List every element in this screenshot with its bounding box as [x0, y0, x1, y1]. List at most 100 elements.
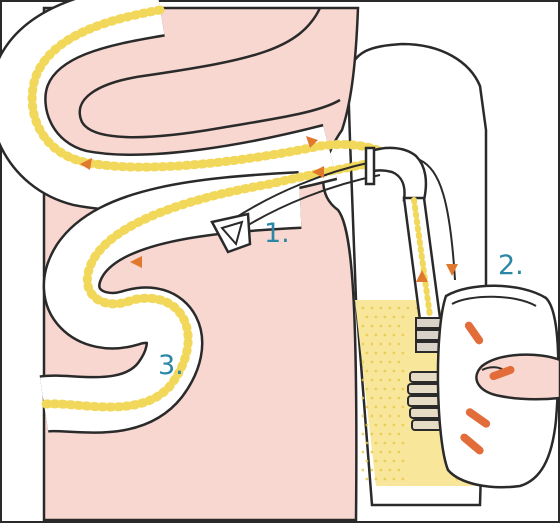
fluid-dot	[392, 316, 395, 319]
fluid-dot	[361, 397, 364, 400]
fluid-dot	[379, 379, 382, 382]
fluid-dot	[370, 307, 373, 310]
fluid-dot	[365, 370, 368, 373]
fluid-dot	[379, 469, 382, 472]
fluid-dot	[401, 370, 404, 373]
fluid-dot	[392, 388, 395, 391]
fluid-dot	[374, 370, 377, 373]
fluid-dot	[392, 406, 395, 409]
fluid-dot	[361, 469, 364, 472]
fluid-dot	[392, 460, 395, 463]
fluid-dot	[401, 406, 404, 409]
fluid-dot	[370, 343, 373, 346]
fluid-dot	[374, 406, 377, 409]
fluid-dot	[388, 343, 391, 346]
fluid-dot	[392, 424, 395, 427]
fluid-dot	[370, 379, 373, 382]
fluid-dot	[383, 460, 386, 463]
fluid-dot	[361, 433, 364, 436]
fluid-dot	[370, 325, 373, 328]
fluid-dot	[365, 334, 368, 337]
fluid-dot	[397, 469, 400, 472]
fluid-dot	[374, 442, 377, 445]
fluid-dot	[388, 451, 391, 454]
fluid-dot	[374, 316, 377, 319]
label-step-2: 2.	[498, 250, 524, 281]
fluid-dot	[401, 460, 404, 463]
fluid-dot	[365, 352, 368, 355]
fluid-dot	[370, 361, 373, 364]
fluid-dot	[397, 343, 400, 346]
fluid-dot	[365, 316, 368, 319]
fluid-dot	[392, 370, 395, 373]
fluid-dot	[374, 424, 377, 427]
fluid-dot	[401, 478, 404, 481]
fluid-dot	[392, 442, 395, 445]
fluid-dot	[379, 397, 382, 400]
fluid-dot	[370, 451, 373, 454]
fluid-dot	[388, 433, 391, 436]
fluid-dot	[388, 415, 391, 418]
fluid-dot	[361, 343, 364, 346]
fluid-dot	[374, 334, 377, 337]
fluid-dot	[383, 406, 386, 409]
fluid-dot	[365, 388, 368, 391]
fluid-dot	[388, 307, 391, 310]
fluid-dot	[383, 316, 386, 319]
fluid-dot	[401, 316, 404, 319]
fluid-dot	[383, 352, 386, 355]
fluid-dot	[392, 478, 395, 481]
fluid-dot	[397, 379, 400, 382]
fluid-dot	[365, 478, 368, 481]
label-step-3: 3.	[158, 350, 184, 381]
fluid-dot	[397, 397, 400, 400]
fluid-dot	[401, 424, 404, 427]
fluid-dot	[370, 415, 373, 418]
fluid-dot	[370, 433, 373, 436]
fluid-dot	[388, 397, 391, 400]
fluid-dot	[388, 325, 391, 328]
fluid-dot	[397, 433, 400, 436]
fluid-dot	[365, 406, 368, 409]
fluid-dot	[361, 415, 364, 418]
fluid-dot	[374, 352, 377, 355]
fluid-dot	[374, 388, 377, 391]
fluid-dot	[383, 424, 386, 427]
fluid-dot	[370, 397, 373, 400]
fluid-dot	[365, 460, 368, 463]
fluid-dot	[374, 478, 377, 481]
fluid-dot	[374, 460, 377, 463]
fluid-dot	[397, 451, 400, 454]
fluid-dot	[392, 352, 395, 355]
fluid-dot	[401, 388, 404, 391]
fluid-dot	[397, 415, 400, 418]
fluid-dot	[401, 352, 404, 355]
fluid-dot	[379, 343, 382, 346]
fluid-dot	[397, 325, 400, 328]
fluid-dot	[379, 361, 382, 364]
fluid-dot	[392, 334, 395, 337]
label-step-1: 1.	[264, 218, 290, 249]
fluid-dot	[361, 361, 364, 364]
fluid-dot	[379, 307, 382, 310]
fluid-dot	[397, 307, 400, 310]
fluid-dot	[361, 325, 364, 328]
fluid-dot	[388, 379, 391, 382]
fluid-dot	[383, 442, 386, 445]
finger-icon	[476, 355, 560, 400]
fluid-dot	[361, 379, 364, 382]
fluid-dot	[365, 424, 368, 427]
fluid-dot	[379, 415, 382, 418]
fluid-dot	[361, 307, 364, 310]
fluid-dot	[383, 370, 386, 373]
fluid-dot	[388, 469, 391, 472]
fluid-dot	[401, 442, 404, 445]
fluid-dot	[379, 433, 382, 436]
fluid-dot	[383, 388, 386, 391]
fluid-dot	[397, 361, 400, 364]
fluid-dot	[370, 469, 373, 472]
fluid-dot	[401, 334, 404, 337]
fluid-dot	[379, 451, 382, 454]
fluid-dot	[365, 442, 368, 445]
